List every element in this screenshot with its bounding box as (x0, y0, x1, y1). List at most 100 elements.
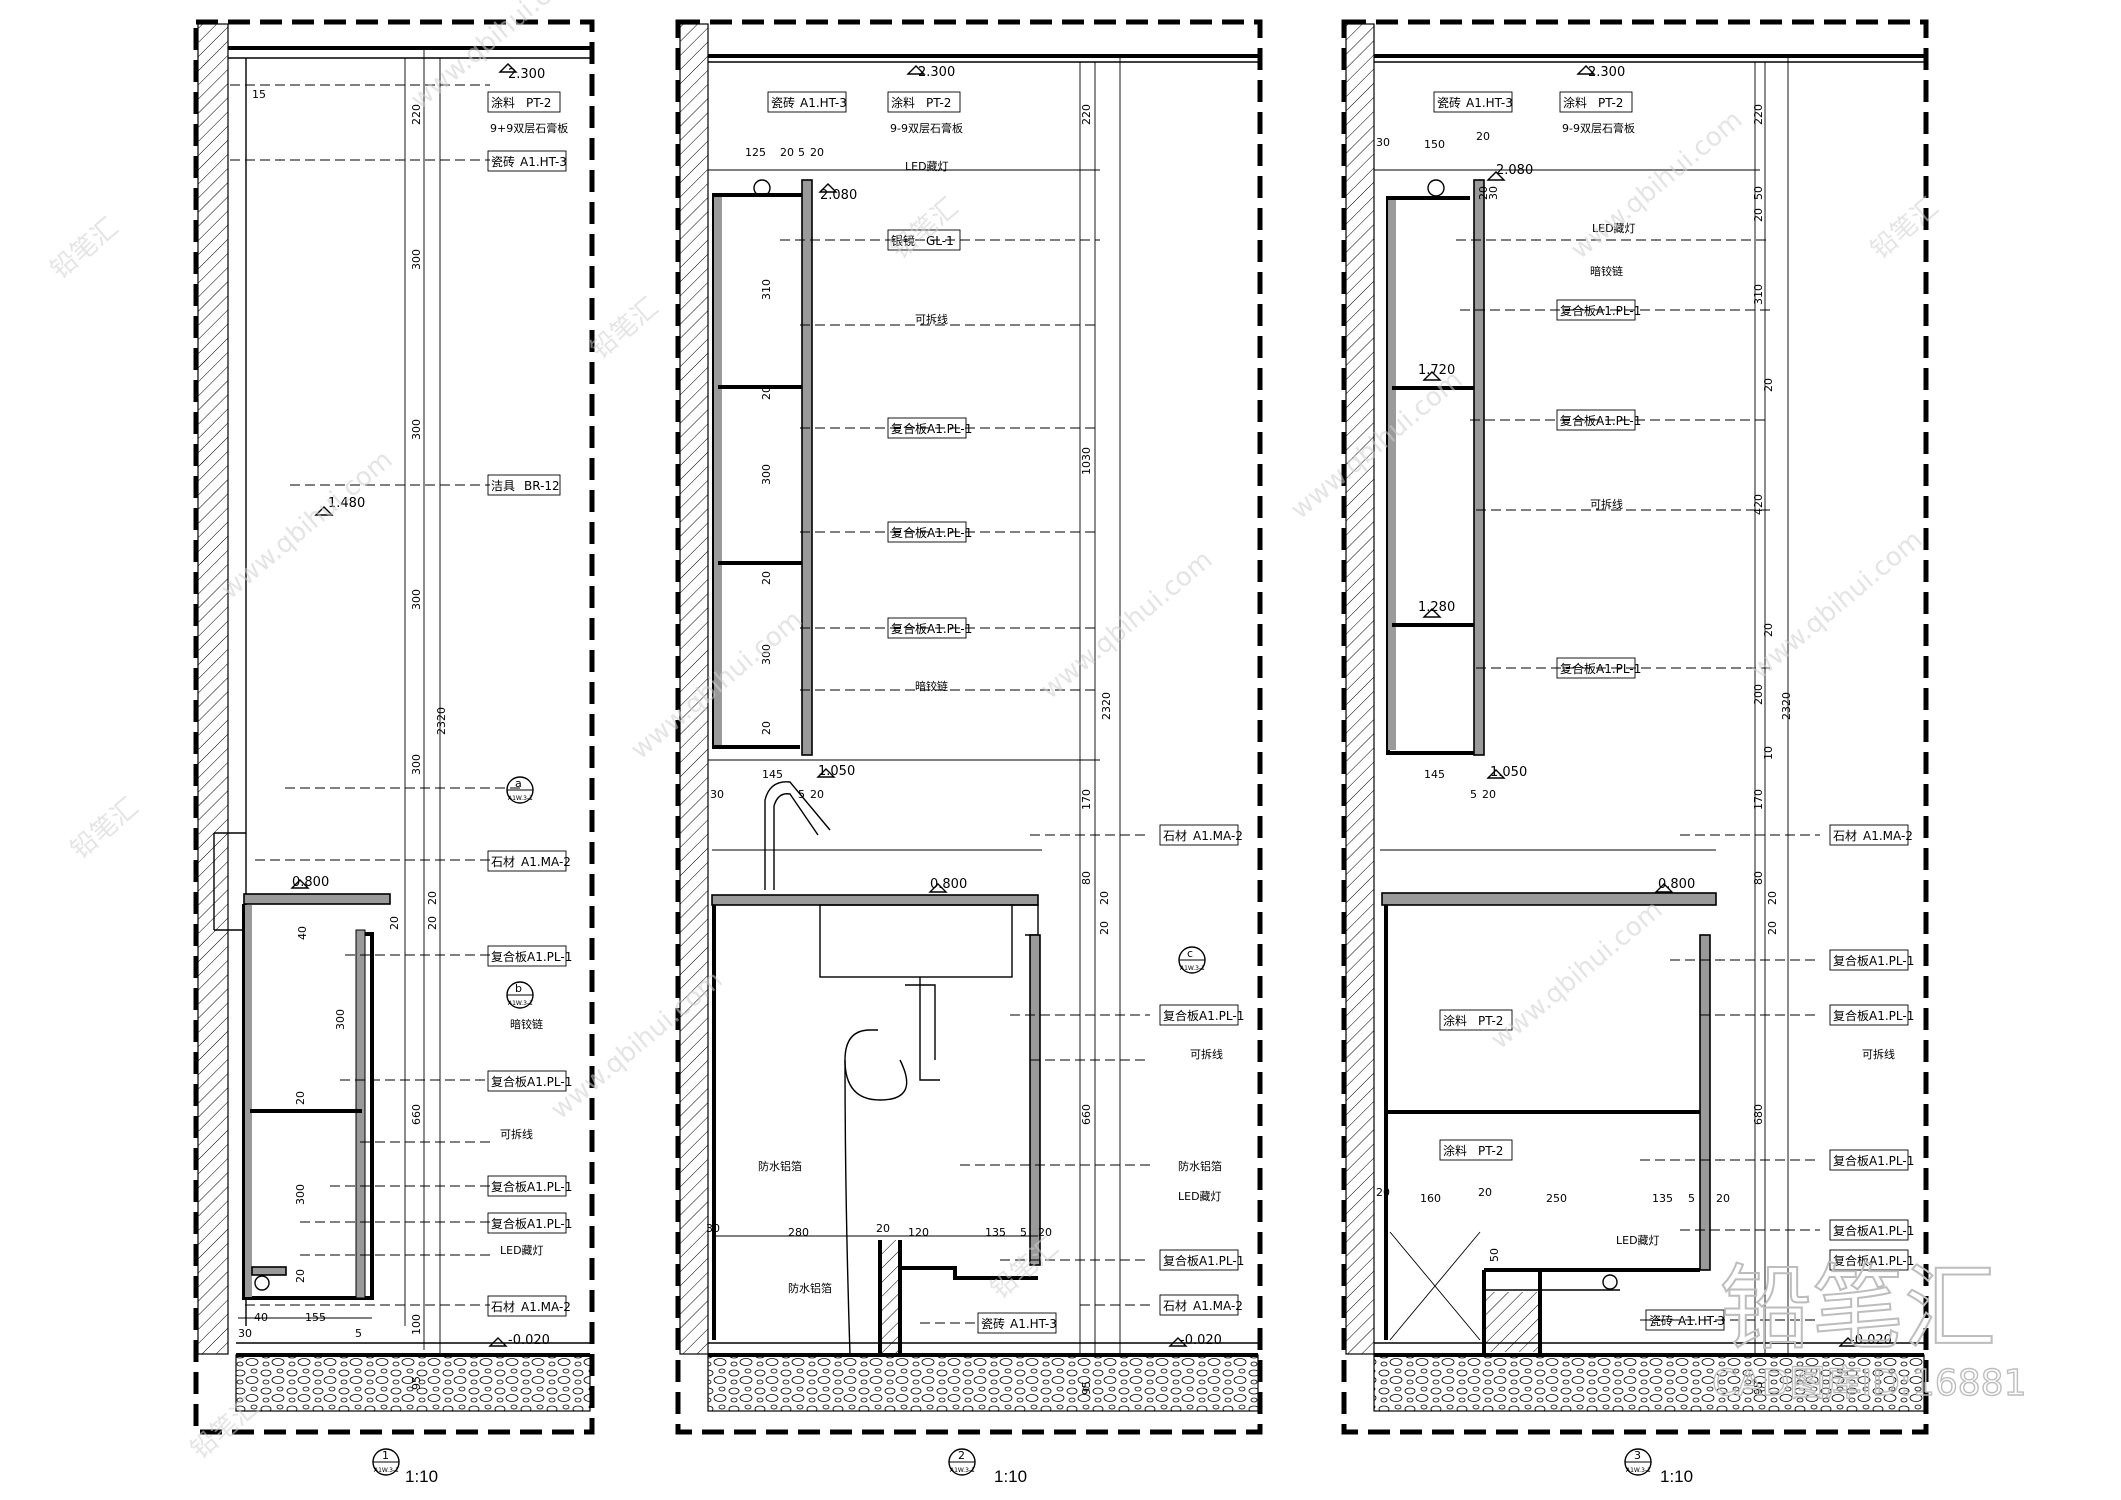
svg-text:复合板: 复合板 (891, 525, 927, 540)
svg-text:1.480: 1.480 (328, 496, 365, 511)
svg-text:A1W.3-1: A1W.3-1 (1626, 1467, 1651, 1474)
panel-1-dimensions: 220 300 300 300 300 2320 40 300 20 660 3… (238, 88, 448, 1390)
svg-text:A1.MA-2: A1.MA-2 (1193, 1299, 1243, 1313)
svg-text:瓷砖: 瓷砖 (1437, 95, 1461, 110)
svg-text:涂料: 涂料 (1563, 95, 1587, 110)
svg-text:2320: 2320 (1780, 692, 1793, 720)
svg-text:A1.MA-2: A1.MA-2 (1863, 829, 1913, 843)
svg-text:铅笔汇: 铅笔汇 (185, 1392, 264, 1465)
label-paint: 涂料 (491, 95, 515, 110)
svg-text:防水铝箔: 防水铝箔 (1178, 1159, 1222, 1173)
svg-text:300: 300 (410, 589, 423, 610)
panel-3-cabinet-door (1473, 179, 1485, 756)
svg-text:PT-2: PT-2 (1478, 1144, 1503, 1158)
panel-1-floor (235, 1354, 591, 1412)
svg-text:A1.PL-1: A1.PL-1 (927, 622, 972, 636)
svg-text:300: 300 (334, 1009, 347, 1030)
svg-text:20: 20 (1477, 186, 1490, 200)
svg-text:280: 280 (788, 1226, 809, 1239)
svg-text:复合板: 复合板 (491, 1216, 527, 1231)
svg-text:20: 20 (1752, 208, 1765, 222)
panel-2-dimensions: 220 310 20 300 20 300 20 1030 2320 170 8… (706, 104, 1113, 1395)
svg-text:A1.PL-1: A1.PL-1 (1869, 1009, 1914, 1023)
label-tile: 瓷砖 (491, 154, 515, 169)
watermark-cad-id: CAD图库ID:16881 (1712, 1363, 2026, 1404)
svg-text:300: 300 (294, 1184, 307, 1205)
svg-text:10: 10 (1762, 746, 1775, 760)
svg-text:暗铰链: 暗铰链 (915, 679, 948, 693)
svg-text:石材: 石材 (1163, 1299, 1187, 1313)
watermark-brand: 铅笔汇 (45, 212, 124, 285)
svg-text:A1.HT-3: A1.HT-3 (1466, 96, 1513, 110)
svg-text:155: 155 (305, 1311, 326, 1324)
panel-1-section-marks: a A1W.3-1 b A1W.3-1 (506, 776, 534, 1009)
svg-text:250: 250 (1546, 1192, 1567, 1205)
svg-text:1.050: 1.050 (1490, 765, 1527, 780)
svg-text:310: 310 (1752, 284, 1765, 305)
panel-2-faucet (764, 781, 831, 890)
panel-1-frame (193, 19, 595, 1435)
svg-text:A1.PL-1: A1.PL-1 (1869, 1224, 1914, 1238)
svg-text:2.300: 2.300 (918, 65, 955, 80)
label-led: LED藏灯 (500, 1244, 544, 1257)
svg-text:复合板: 复合板 (491, 1074, 527, 1089)
svg-text:95: 95 (1080, 1381, 1093, 1395)
panel-2-floor (707, 1354, 1259, 1412)
svg-text:160: 160 (1420, 1192, 1441, 1205)
svg-text:300: 300 (410, 249, 423, 270)
svg-text:PT-2: PT-2 (926, 96, 951, 110)
label-composite: 复合板 (491, 949, 527, 964)
svg-text:5: 5 (355, 1327, 362, 1340)
label-tile-code: A1.HT-3 (520, 155, 567, 169)
svg-text:9-9双层石膏板: 9-9双层石膏板 (1562, 121, 1635, 135)
svg-text:20: 20 (810, 788, 824, 801)
svg-text:1.280: 1.280 (1418, 600, 1455, 615)
svg-text:30: 30 (706, 1222, 720, 1235)
svg-text:20: 20 (1716, 1192, 1730, 1205)
svg-text:复合板: 复合板 (1560, 413, 1596, 428)
svg-text:30: 30 (238, 1327, 252, 1340)
svg-text:www.qbihui.com: www.qbihui.com (215, 445, 398, 605)
panel-3-title: 3 A1W.3-1 1:10 (1624, 1448, 1693, 1486)
svg-text:A1.PL-1: A1.PL-1 (1199, 1254, 1244, 1268)
svg-text:5: 5 (798, 146, 805, 159)
svg-text:660: 660 (410, 1104, 423, 1125)
svg-text:135: 135 (985, 1226, 1006, 1239)
panel-2-section-marks: c A1W.3-1 (1178, 946, 1206, 974)
svg-text:c: c (1187, 947, 1193, 960)
svg-text:1:10: 1:10 (1660, 1467, 1693, 1486)
watermark-layer: 铅笔汇 www.qbihui.com www.qbihui.com 铅笔汇 ww… (45, 0, 2027, 1465)
svg-text:20: 20 (1098, 891, 1111, 905)
svg-text:20: 20 (1762, 623, 1775, 637)
watermark-logo: 铅笔汇 (1720, 1255, 1996, 1362)
svg-text:1:10: 1:10 (994, 1467, 1027, 1486)
svg-text:5: 5 (798, 788, 805, 801)
label-paint-code: PT-2 (526, 96, 551, 110)
svg-text:5: 5 (1470, 788, 1477, 801)
svg-text:2320: 2320 (1100, 692, 1113, 720)
svg-text:30: 30 (710, 788, 724, 801)
panel-3-frame (1341, 19, 1929, 1435)
svg-text:20: 20 (294, 1269, 307, 1283)
svg-text:20: 20 (1476, 130, 1490, 143)
svg-text:涂料: 涂料 (1443, 1013, 1467, 1028)
svg-text:GL-1: GL-1 (926, 234, 954, 248)
svg-text:b: b (515, 982, 522, 995)
svg-text:5: 5 (1688, 1192, 1695, 1205)
svg-text:420: 420 (1752, 494, 1765, 515)
svg-text:50: 50 (1752, 186, 1765, 200)
svg-text:LED藏灯: LED藏灯 (905, 160, 949, 173)
panel-3-levels: 2.300 2.080 1.720 1.280 1.050 0.800 -0.0… (1418, 65, 1892, 1348)
panel-2-trap (844, 1029, 908, 1101)
svg-text:瓷砖: 瓷砖 (1649, 1313, 1673, 1328)
svg-text:可拆线: 可拆线 (1190, 1047, 1223, 1061)
panel-3-floor (1373, 1354, 1925, 1412)
svg-text:A1.HT-3: A1.HT-3 (1678, 1314, 1725, 1328)
svg-text:1.720: 1.720 (1418, 363, 1455, 378)
svg-text:2.080: 2.080 (820, 188, 857, 203)
